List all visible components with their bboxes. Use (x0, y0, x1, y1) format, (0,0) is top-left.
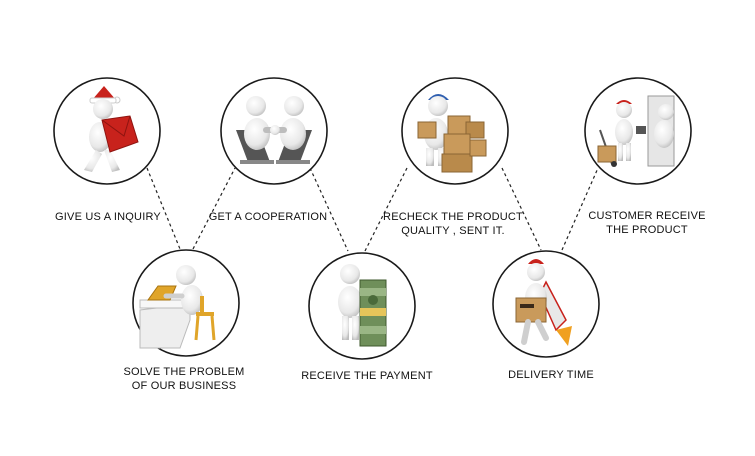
label-delivery: DELIVERY TIME (496, 368, 606, 382)
label-cooperation: GET A COOPERATION (203, 210, 333, 224)
label-payment: RECEIVE THE PAYMENT (296, 369, 438, 383)
step-payment (309, 253, 415, 359)
connector-solve-cooperation (193, 168, 235, 249)
step-cooperation (221, 78, 327, 184)
connector-inquiry-solve (147, 168, 180, 249)
step-customer (585, 78, 691, 184)
step-solve (133, 250, 239, 356)
label-customer: CUSTOMER RECEIVE THE PRODUCT (582, 209, 712, 237)
step-recheck (402, 78, 508, 184)
label-solve: SOLVE THE PROBLEM OF OUR BUSINESS (114, 365, 254, 393)
step-delivery (493, 251, 599, 357)
step-inquiry (54, 78, 160, 184)
label-inquiry: GIVE US A INQUIRY (50, 210, 166, 224)
label-recheck: RECHECK THE PRODUCT QUALITY , SENT IT. (378, 210, 528, 238)
